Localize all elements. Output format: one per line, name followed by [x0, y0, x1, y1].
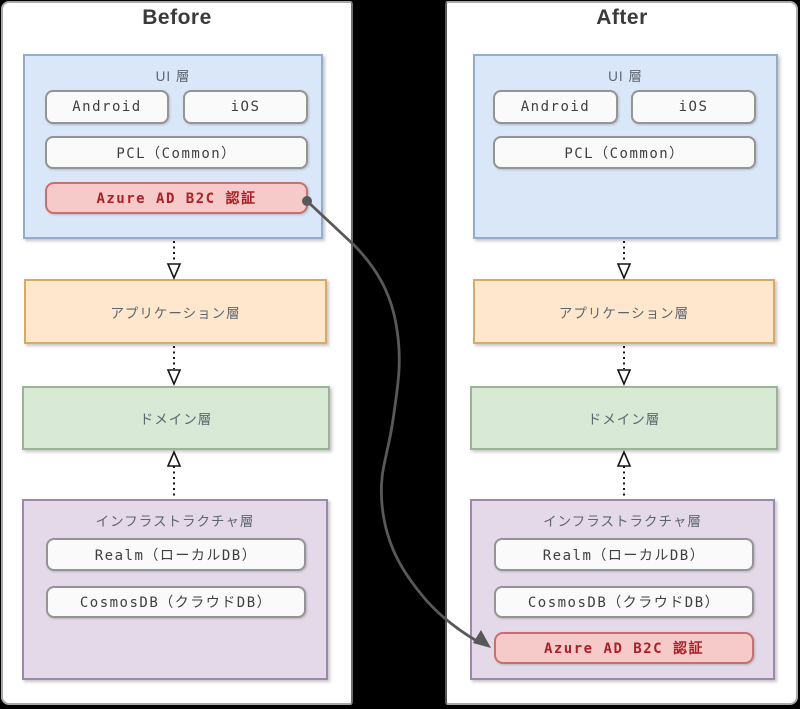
before-android-node: Android — [45, 90, 169, 124]
after-title: After — [596, 6, 648, 29]
after-domain-layer-label: ドメイン層 — [587, 412, 661, 427]
before-domain-layer-label: ドメイン層 — [139, 412, 213, 427]
before-title: Before — [142, 6, 212, 29]
before-ios-node: iOS — [183, 90, 308, 124]
before-ui-layer-label: UI 層 — [155, 69, 191, 84]
before-cosmosdb-node: CosmosDB（クラウドDB） — [46, 586, 306, 618]
after-pcl-node: PCL（Common） — [493, 136, 756, 169]
after-realm-node: Realm（ローカルDB） — [494, 538, 754, 571]
after-application-layer: アプリケーション層 — [473, 279, 775, 344]
after-application-layer-label: アプリケーション層 — [558, 305, 690, 321]
before-azure-ad-b2c-node: Azure AD B2C 認証 — [45, 182, 308, 214]
before-realm-node: Realm（ローカルDB） — [46, 538, 306, 571]
after-azure-ad-b2c-node: Azure AD B2C 認証 — [494, 632, 754, 664]
after-android-node: Android — [493, 90, 618, 124]
before-infrastructure-layer-label: インフラストラクチャ層 — [95, 514, 255, 529]
before-domain-layer: ドメイン層 — [22, 386, 330, 450]
after-ios-node: iOS — [631, 90, 756, 124]
before-application-layer: アプリケーション層 — [24, 279, 327, 344]
before-pcl-node: PCL（Common） — [45, 136, 308, 169]
after-domain-layer: ドメイン層 — [470, 386, 778, 450]
before-application-layer-label: アプリケーション層 — [110, 305, 241, 321]
after-infrastructure-layer-label: インフラストラクチャ層 — [543, 514, 702, 529]
after-ui-layer-label: UI 層 — [608, 69, 643, 84]
after-cosmosdb-node: CosmosDB（クラウドDB） — [494, 586, 754, 618]
